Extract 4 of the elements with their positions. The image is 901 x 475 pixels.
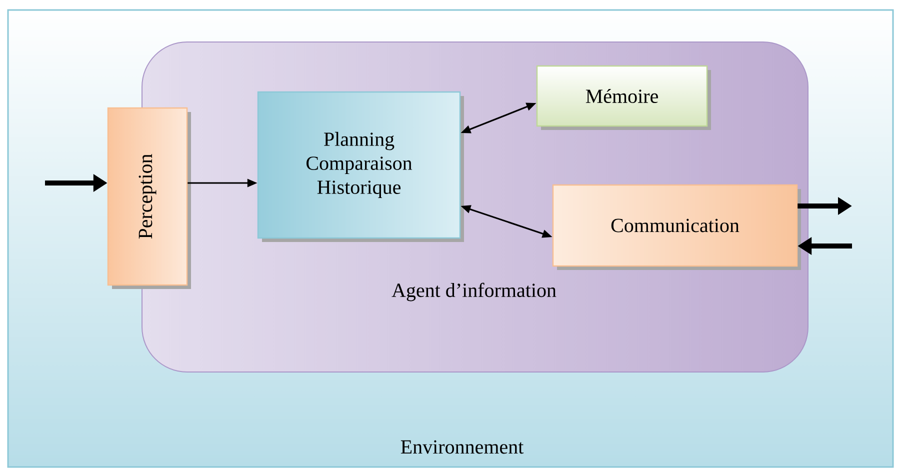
perception-box: Perception [107,107,191,289]
communication-box: Communication [552,184,801,270]
process-box: Planning Comparaison Historique [257,91,464,242]
memory-box: Mémoire [536,65,711,130]
